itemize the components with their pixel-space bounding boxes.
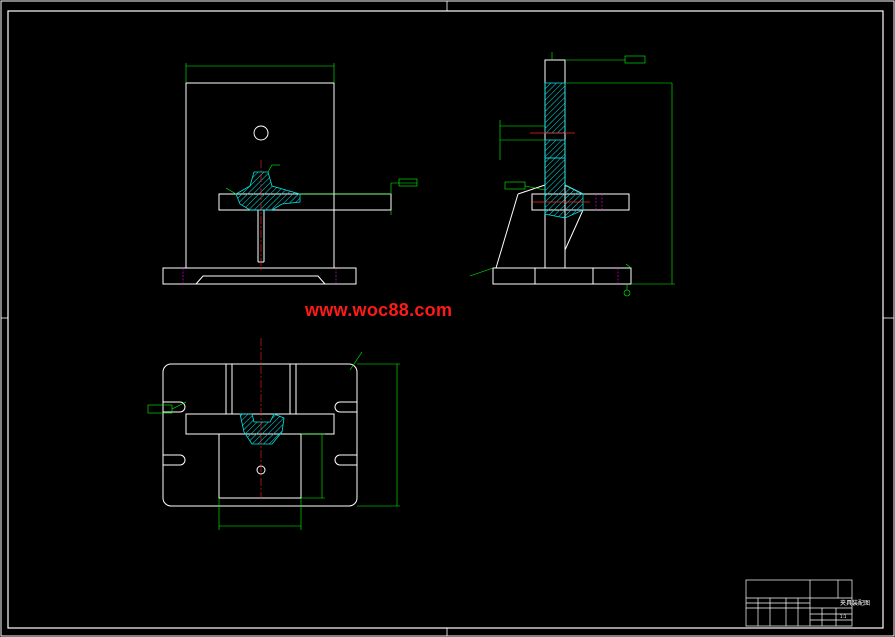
top-view: [147, 338, 400, 530]
title-block-drawing-name: 夹具装配图: [840, 600, 871, 607]
side-view: [469, 52, 675, 297]
front-view: [162, 63, 418, 285]
watermark-text: www.woc88.com: [305, 300, 453, 320]
title-block-scale: 1:1: [840, 614, 847, 619]
title-block: [745, 579, 853, 627]
